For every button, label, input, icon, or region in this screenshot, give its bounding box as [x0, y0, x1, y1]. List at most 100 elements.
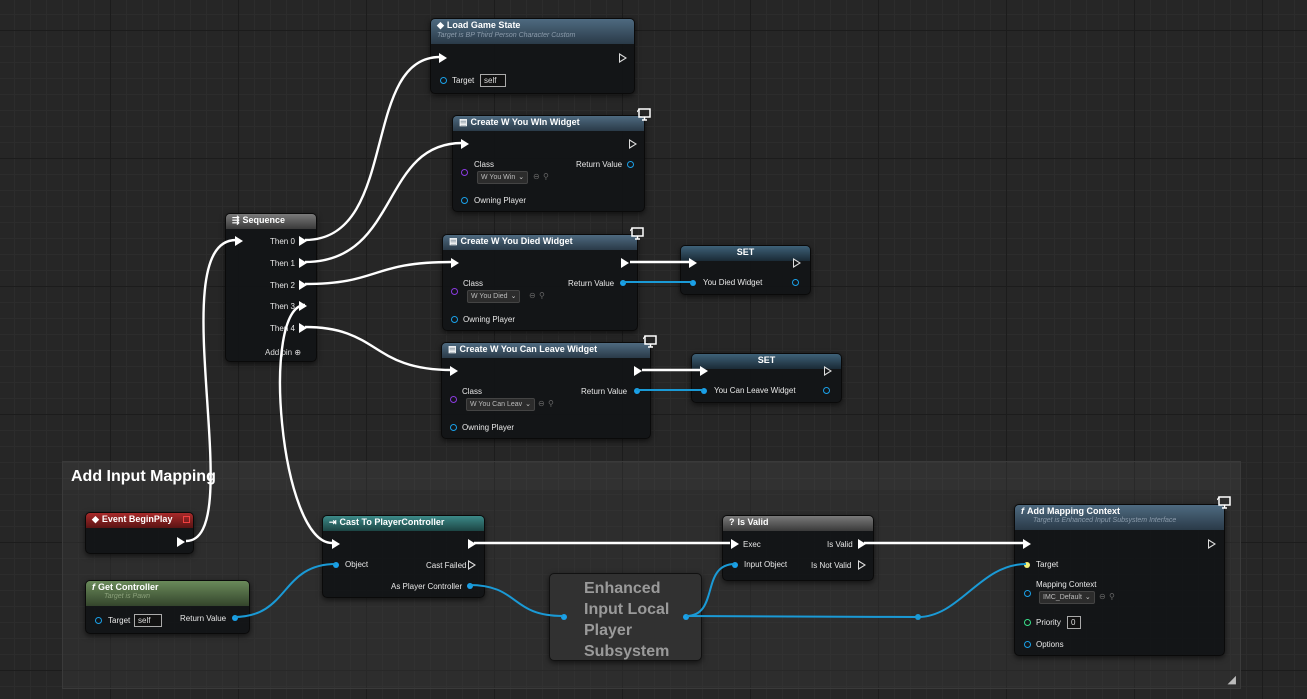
priority-pin[interactable] [1024, 619, 1031, 626]
browse-icon[interactable]: ⊖ [1099, 592, 1106, 601]
exec-out-pin[interactable] [824, 366, 832, 376]
comment-title[interactable]: Add Input Mapping [71, 468, 216, 485]
exec-in-pin[interactable] [689, 258, 697, 268]
target-pin[interactable] [440, 77, 447, 84]
then-3-label: Then 3 [270, 302, 295, 311]
return-pin[interactable] [232, 615, 238, 621]
node-header[interactable]: ⇥Cast To PlayerController [323, 516, 484, 531]
add-pin-button[interactable]: Add pin ⊕ [265, 348, 302, 357]
search-icon[interactable]: ⚲ [543, 172, 549, 181]
target-input[interactable]: self [134, 614, 162, 627]
node-set-you-can-leave-widget[interactable]: SET You Can Leave Widget [691, 353, 842, 403]
node-event-beginplay[interactable]: ◆Event BeginPlay [85, 512, 194, 554]
then-3-pin[interactable] [299, 301, 307, 311]
cast-failed-pin[interactable] [468, 560, 476, 570]
then-0-pin[interactable] [299, 236, 307, 246]
exec-in-pin[interactable] [700, 366, 708, 376]
search-icon[interactable]: ⚲ [539, 291, 545, 300]
exec-out-pin[interactable] [619, 53, 627, 63]
exec-in-pin[interactable] [461, 139, 469, 149]
node-set-you-died-widget[interactable]: SET You Died Widget [680, 245, 811, 295]
node-cast-to-playercontroller[interactable]: ⇥Cast To PlayerController Object Cast Fa… [322, 515, 485, 598]
options-pin[interactable] [1024, 641, 1031, 648]
exec-out-pin[interactable] [629, 139, 637, 149]
widget-icon: ▤ [459, 117, 468, 127]
node-header[interactable]: ⇶Sequence [226, 214, 316, 229]
return-pin[interactable] [634, 388, 640, 394]
exec-in-pin[interactable] [731, 539, 739, 549]
owning-player-pin[interactable] [461, 197, 468, 204]
class-pin[interactable] [451, 288, 458, 295]
exec-in-pin[interactable] [332, 539, 340, 549]
exec-in-pin[interactable] [1023, 539, 1031, 549]
owning-player-pin[interactable] [451, 316, 458, 323]
var-in-pin[interactable] [690, 280, 696, 286]
is-valid-pin[interactable] [858, 539, 866, 549]
class-dropdown[interactable]: W You Died⌄ [467, 290, 521, 303]
class-dropdown[interactable]: W You Can Leav⌄ [466, 398, 536, 411]
exec-out-pin[interactable] [621, 258, 629, 268]
subsystem-out-pin[interactable] [683, 614, 689, 620]
resize-grip-icon[interactable]: ◢ [1227, 674, 1236, 686]
search-icon[interactable]: ⚲ [548, 399, 554, 408]
class-dropdown[interactable]: W You Win⌄ [477, 171, 529, 184]
node-header[interactable]: SET [692, 354, 841, 369]
var-in-pin[interactable] [701, 388, 707, 394]
subsystem-in-pin[interactable] [561, 614, 567, 620]
owning-player-pin[interactable] [450, 424, 457, 431]
node-is-valid[interactable]: ?Is Valid Exec Is Valid Input Object Is … [722, 515, 874, 581]
node-header[interactable]: ▤Create W You Can Leave Widget [442, 343, 650, 358]
var-out-pin[interactable] [823, 387, 830, 394]
target-input[interactable]: self [480, 74, 506, 87]
node-create-win-widget[interactable]: ▤Create W You WIn Widget Class W You Win… [452, 115, 645, 212]
node-header[interactable]: ▤Create W You WIn Widget [453, 116, 644, 131]
exec-in-pin[interactable] [235, 236, 243, 246]
return-pin[interactable] [620, 280, 626, 286]
then-4-label: Then 4 [270, 324, 295, 333]
exec-out-pin[interactable] [634, 366, 642, 376]
exec-out-pin[interactable] [177, 537, 185, 547]
input-object-pin[interactable] [732, 562, 738, 568]
var-out-pin[interactable] [792, 279, 799, 286]
node-header[interactable]: ▤Create W You Died Widget [443, 235, 637, 250]
as-player-controller-pin[interactable] [467, 583, 473, 589]
then-2-pin[interactable] [299, 280, 307, 290]
exec-out-pin[interactable] [468, 539, 476, 549]
browse-icon[interactable]: ⊖ [533, 172, 540, 181]
class-pin[interactable] [461, 169, 468, 176]
priority-input[interactable]: 0 [1067, 616, 1081, 629]
node-sequence[interactable]: ⇶Sequence Then 0 Then 1 Then 2 Then 3 Th… [225, 213, 317, 362]
node-create-leave-widget[interactable]: ▤Create W You Can Leave Widget Class W Y… [441, 342, 651, 439]
browse-icon[interactable]: ⊖ [538, 399, 545, 408]
delegate-pin-icon[interactable] [183, 516, 190, 523]
node-header[interactable]: ?Is Valid [723, 516, 873, 531]
mapping-context-pin[interactable] [1024, 590, 1031, 597]
node-title: Event BeginPlay [101, 514, 173, 524]
object-pin[interactable] [333, 562, 339, 568]
is-not-valid-pin[interactable] [858, 560, 866, 570]
then-4-pin[interactable] [299, 323, 307, 333]
exec-in-pin[interactable] [439, 53, 447, 63]
node-create-died-widget[interactable]: ▤Create W You Died Widget Class W You Di… [442, 234, 638, 331]
then-1-pin[interactable] [299, 258, 307, 268]
exec-in-pin[interactable] [451, 258, 459, 268]
class-pin[interactable] [450, 396, 457, 403]
node-header[interactable]: SET [681, 246, 810, 261]
browse-icon[interactable]: ⊖ [529, 291, 536, 300]
exec-in-pin[interactable] [450, 366, 458, 376]
target-pin[interactable] [95, 617, 102, 624]
return-pin[interactable] [627, 161, 634, 168]
exec-out-pin[interactable] [793, 258, 801, 268]
search-icon[interactable]: ⚲ [1109, 592, 1115, 601]
mapping-context-dropdown[interactable]: IMC_Default⌄ [1039, 591, 1095, 604]
node-enhanced-input-subsystem[interactable]: Enhanced Input Local Player Subsystem [549, 573, 702, 661]
exec-out-pin[interactable] [1208, 539, 1216, 549]
node-header[interactable]: ◆Event BeginPlay [86, 513, 193, 528]
target-pin[interactable] [1024, 562, 1030, 568]
